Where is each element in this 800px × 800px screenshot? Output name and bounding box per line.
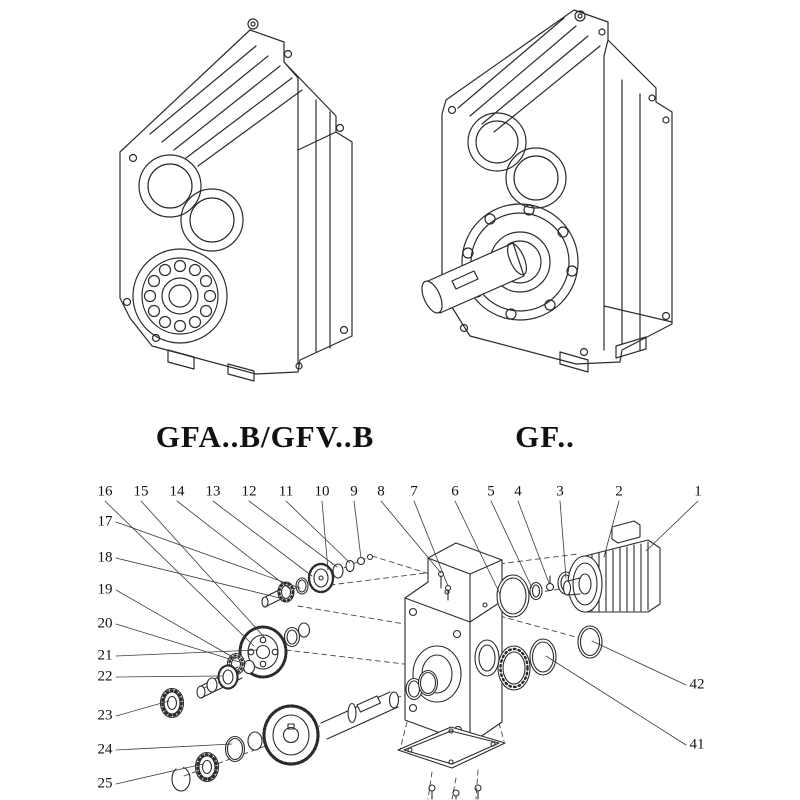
callout-19: 19 — [97, 581, 113, 598]
callout-13: 13 — [205, 483, 221, 500]
callout-1: 1 — [694, 483, 702, 500]
callout-17: 17 — [97, 513, 113, 530]
callout-10: 10 — [314, 483, 330, 500]
intermediate-pinion-parts — [261, 553, 374, 608]
callout-12: 12 — [241, 483, 257, 500]
output-bearing-rings — [497, 625, 603, 691]
callout-5: 5 — [487, 483, 495, 500]
callout-15: 15 — [133, 483, 149, 500]
callout-9: 9 — [350, 483, 358, 500]
motor — [562, 520, 661, 613]
callout-8: 8 — [377, 483, 385, 500]
callout-14: 14 — [169, 483, 185, 500]
callout-6: 6 — [451, 483, 459, 500]
callout-18: 18 — [97, 549, 113, 566]
callout-11: 11 — [278, 483, 294, 500]
cover-gasket — [397, 726, 506, 800]
callout-25: 25 — [97, 775, 113, 792]
figure-gfab-drawing — [119, 18, 353, 382]
intermediate-gear-parts — [226, 622, 311, 679]
callout-3: 3 — [556, 483, 564, 500]
callout-21: 21 — [97, 647, 113, 664]
output-shaft-parts — [171, 669, 439, 792]
gear-boss-circles — [138, 154, 244, 252]
input-seal-parts — [496, 571, 575, 618]
callout-42: 42 — [689, 676, 705, 693]
callout-16: 16 — [97, 483, 113, 500]
callout-23: 23 — [97, 707, 113, 724]
callout-24: 24 — [97, 741, 113, 758]
callout-2: 2 — [615, 483, 623, 500]
callout-22: 22 — [97, 668, 113, 685]
callout-7: 7 — [410, 483, 418, 500]
exploded-view-drawing — [104, 500, 699, 800]
bearing-face — [132, 248, 228, 344]
output-shaft — [421, 242, 528, 314]
input-pinion-parts — [159, 664, 243, 719]
figure-label-gf: GF.. — [515, 419, 575, 454]
callout-41: 41 — [689, 736, 705, 753]
figure-gf-drawing — [421, 9, 673, 373]
callout-20: 20 — [97, 615, 113, 632]
callout-4: 4 — [514, 483, 522, 500]
figure-label-gfab: GFA..B/GFV..B — [155, 419, 375, 454]
leader-lines — [104, 500, 699, 785]
gear-housing — [404, 542, 503, 745]
